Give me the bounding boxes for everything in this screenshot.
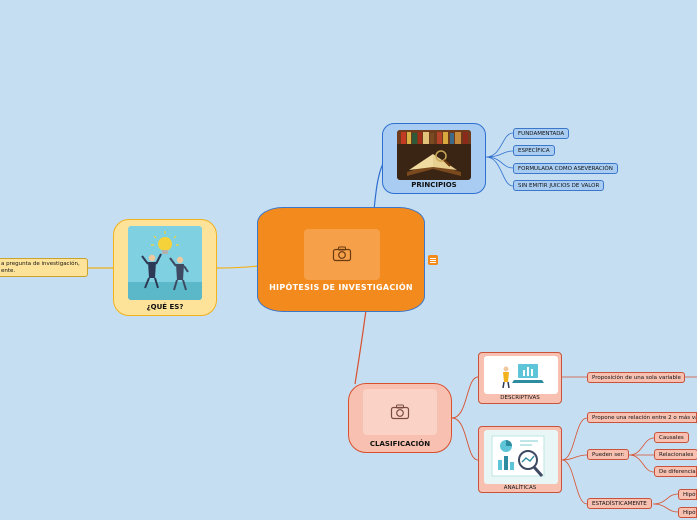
estad-item[interactable]: Hipót (678, 507, 697, 518)
type-causales[interactable]: Causales (654, 432, 689, 443)
analiticas-title: ANALÍTICAS (503, 485, 537, 491)
link-principios-items (485, 132, 514, 187)
camera-icon (332, 246, 352, 262)
central-node[interactable]: HIPÓTESIS DE INVESTIGACIÓN (257, 207, 425, 312)
descriptivas-title: DESCRIPTIVAS (500, 395, 540, 401)
clasificacion-node[interactable]: CLASIFICACIÓN (348, 383, 452, 453)
analiticas-node[interactable]: ANALÍTICAS (478, 426, 562, 493)
clasificacion-image-placeholder (363, 389, 437, 435)
link-clasificacion-children (451, 376, 479, 461)
que-es-note-line2: ente. (1, 267, 16, 274)
note-icon[interactable] (428, 255, 438, 265)
clasificacion-title: CLASIFICACIÓN (369, 440, 431, 448)
link-central-que-es (216, 265, 259, 269)
link-estad-items (652, 493, 679, 513)
idea-image (128, 226, 202, 300)
que-es-node[interactable]: ¿QUÉ ES? (113, 219, 217, 316)
descriptivas-node[interactable]: DESCRIPTIVAS (478, 352, 562, 404)
link-central-clasificacion (354, 309, 367, 385)
chart-laptop-image (484, 356, 558, 394)
que-es-note-line1: a pregunta de investigación, (1, 260, 80, 267)
link-pueden-types (628, 437, 655, 473)
estad-item[interactable]: Hipót (678, 489, 697, 500)
estadisticamente-tag[interactable]: ESTADÍSTICAMENTE (587, 498, 652, 509)
analiticas-detail[interactable]: Propone una relación entre 2 o más va (587, 412, 697, 423)
principio-item[interactable]: FORMULADA COMO ASEVERACIÓN (513, 163, 618, 174)
principio-item[interactable]: SIN EMITIR JUICIOS DE VALOR (513, 180, 605, 191)
principios-title: PRINCIPIOS (411, 181, 457, 189)
camera-icon (390, 404, 410, 420)
type-de-diferencia[interactable]: De diferencia (654, 466, 697, 477)
type-relacionales[interactable]: Relacionales (654, 449, 697, 460)
principio-item[interactable]: FUNDAMENTADA (513, 128, 570, 139)
que-es-title: ¿QUÉ ES? (146, 303, 184, 311)
que-es-note[interactable]: a pregunta de investigación, ente. (0, 258, 88, 277)
central-image-placeholder (304, 229, 380, 280)
book-image (397, 130, 471, 180)
analytics-image (484, 430, 558, 484)
descriptivas-detail[interactable]: Proposición de una sola variable (587, 372, 685, 383)
pueden-ser-tag[interactable]: Pueden ser: (587, 449, 630, 460)
principio-item[interactable]: ESPECÍFICA (513, 145, 555, 156)
principios-node[interactable]: PRINCIPIOS (382, 123, 486, 194)
central-title: HIPÓTESIS DE INVESTIGACIÓN (269, 283, 413, 292)
link-analiticas-children (561, 417, 588, 505)
